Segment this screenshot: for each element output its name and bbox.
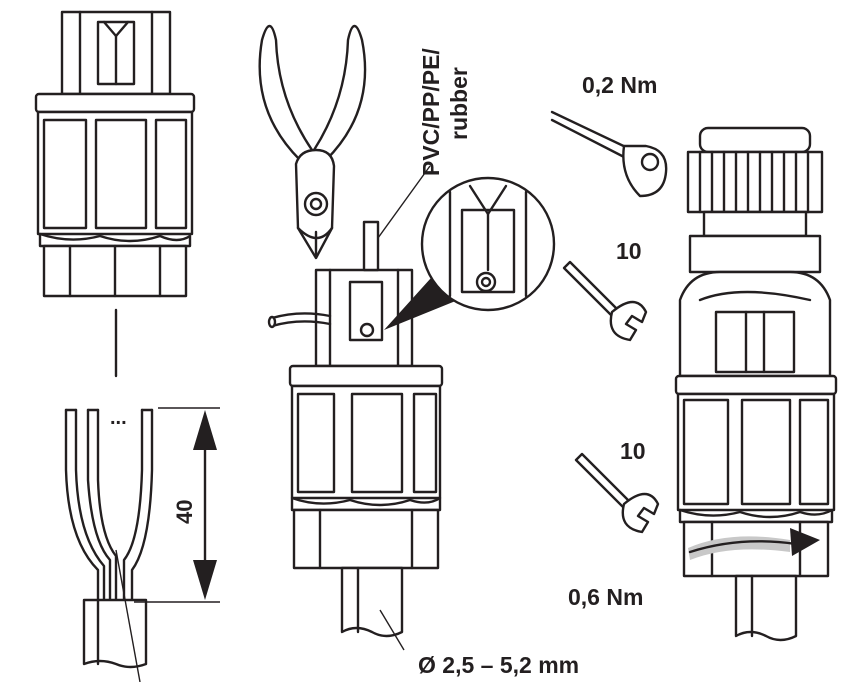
torque-label-body: 0,6 Nm <box>568 584 644 610</box>
stripped-cable <box>64 408 154 683</box>
dimension-40-marker <box>134 407 220 603</box>
left-connector-housing <box>34 10 196 298</box>
pliers-icon <box>258 24 367 260</box>
torque-tool-icon <box>550 110 668 198</box>
cable-diameter-label: Ø 2,5 – 5,2 mm <box>418 652 580 678</box>
wire-ellipsis: ... <box>110 407 127 429</box>
center-connector <box>267 220 444 651</box>
strip-length-label: 40 <box>172 499 197 524</box>
wrench-upper-icon <box>562 260 648 342</box>
wrench-size-label-upper: 10 <box>616 238 642 264</box>
detail-magnifier <box>377 165 556 330</box>
right-connector-assembled <box>674 126 838 642</box>
wrench-size-label-lower: 10 <box>620 438 646 464</box>
wrench-lower-icon <box>574 452 660 534</box>
torque-label-cap: 0,2 Nm <box>582 72 658 98</box>
materials-label-line1: PVC/PP/PE/ <box>418 48 444 176</box>
materials-label-line2: rubber <box>446 67 472 140</box>
